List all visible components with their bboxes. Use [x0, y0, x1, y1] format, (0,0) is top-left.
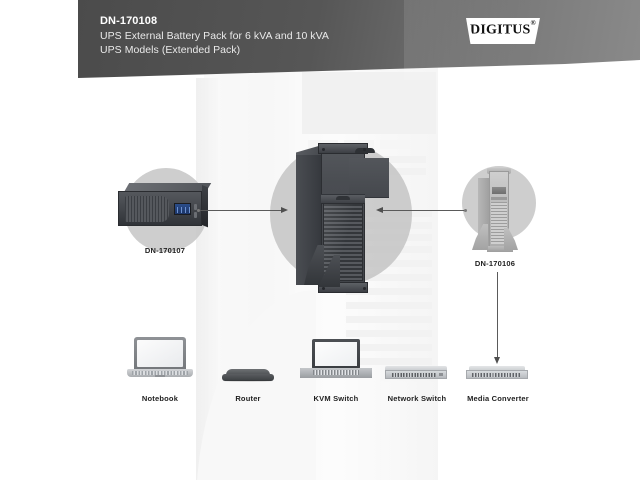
product-description-line-2: UPS Models (Extended Pack) — [100, 44, 241, 56]
ups-right-front-band — [491, 197, 507, 200]
ups-rack-lcd-display — [174, 203, 191, 215]
right-to-center-arrow-line — [383, 210, 465, 211]
header-text-block: DN-170108 UPS External Battery Pack for … — [100, 14, 329, 58]
media-converter-ports — [472, 372, 520, 377]
page-title: DN-170108 — [100, 15, 158, 27]
brand-name-text: DIGITUS — [470, 22, 531, 38]
router-top-shell — [226, 369, 270, 375]
left-to-center-arrow-line — [200, 210, 282, 211]
ups-tower-ventilation-grille — [323, 203, 363, 281]
ups-right-base-plate — [487, 246, 513, 252]
peripheral-notebook — [127, 337, 193, 381]
ups-rack-button-1 — [194, 204, 197, 210]
network-switch-led-panel — [439, 372, 443, 376]
router-body — [222, 374, 274, 381]
ups-right-stand-foot-right — [504, 228, 518, 250]
right-arrow-origin-dot — [464, 209, 467, 212]
logo-inner-plate: DIGITUS® — [469, 20, 537, 41]
peripheral-label-router: Router — [235, 394, 261, 403]
peripheral-label-network-switch: Network Switch — [387, 394, 447, 403]
ups-tower-screw-br — [363, 287, 366, 290]
ups-tower-screw-bl — [322, 287, 325, 290]
ups-rack-vent-grille — [125, 196, 169, 222]
notebook-touchpad — [155, 375, 165, 377]
background-server-rack-watermark — [196, 60, 446, 480]
left-product-ups-rack-mount — [118, 183, 212, 231]
peripheral-kvm-switch — [300, 339, 372, 383]
product-description-line-1: UPS External Battery Pack for 6 kVA and … — [100, 29, 329, 42]
kvm-display-lid — [312, 339, 360, 369]
left-product-label: DN-170107 — [144, 246, 186, 255]
right-product-label: DN-170106 — [474, 259, 516, 268]
peripheral-label-kvm-switch: KVM Switch — [313, 394, 359, 403]
left-to-center-arrow-head — [281, 207, 288, 213]
peripheral-label-notebook: Notebook — [141, 394, 179, 403]
registered-trademark-mark: ® — [530, 19, 536, 28]
notebook-lid — [134, 337, 186, 370]
header-banner: DN-170108 UPS External Battery Pack for … — [78, 0, 640, 80]
kvm-keyboard — [313, 369, 359, 375]
brand-name: DIGITUS® — [470, 19, 536, 39]
digitus-logo: DIGITUS® — [466, 18, 540, 44]
right-product-ups-tower — [472, 168, 520, 254]
ups-rack-front-face — [118, 191, 202, 226]
left-arrow-origin-dot — [197, 209, 200, 212]
network-switch-ports — [392, 372, 436, 377]
media-converter-arrow-head — [494, 357, 500, 364]
peripheral-label-media-converter: Media Converter — [467, 394, 529, 403]
kvm-screen — [315, 342, 357, 366]
peripheral-network-switch — [385, 366, 447, 382]
right-to-center-arrow-head — [376, 207, 383, 213]
ups-tower-blank-panel — [349, 158, 389, 198]
ups-tower-screw-tr — [363, 148, 366, 151]
ups-right-ventilation-grille — [491, 202, 507, 244]
ups-rack-button-2 — [194, 212, 197, 218]
notebook-screen — [137, 340, 183, 367]
media-converter-arrow-line — [497, 272, 498, 358]
ups-tower-rack-bracket-top — [318, 143, 375, 154]
notebook-keyboard — [132, 370, 188, 375]
peripheral-media-converter — [466, 366, 528, 382]
ups-rack-lcd-glyph — [177, 207, 190, 213]
ups-rack-side-panel — [202, 185, 208, 228]
ups-right-lcd-display — [492, 187, 506, 194]
peripheral-router — [222, 369, 274, 385]
ups-tower-screw-tl — [322, 148, 325, 151]
ups-tower-rack-bracket-bottom — [318, 282, 368, 293]
center-product-ups-battery-pack — [296, 143, 389, 298]
media-converter-top — [469, 366, 525, 371]
router-shadow — [224, 380, 272, 382]
network-switch-top — [385, 366, 447, 371]
